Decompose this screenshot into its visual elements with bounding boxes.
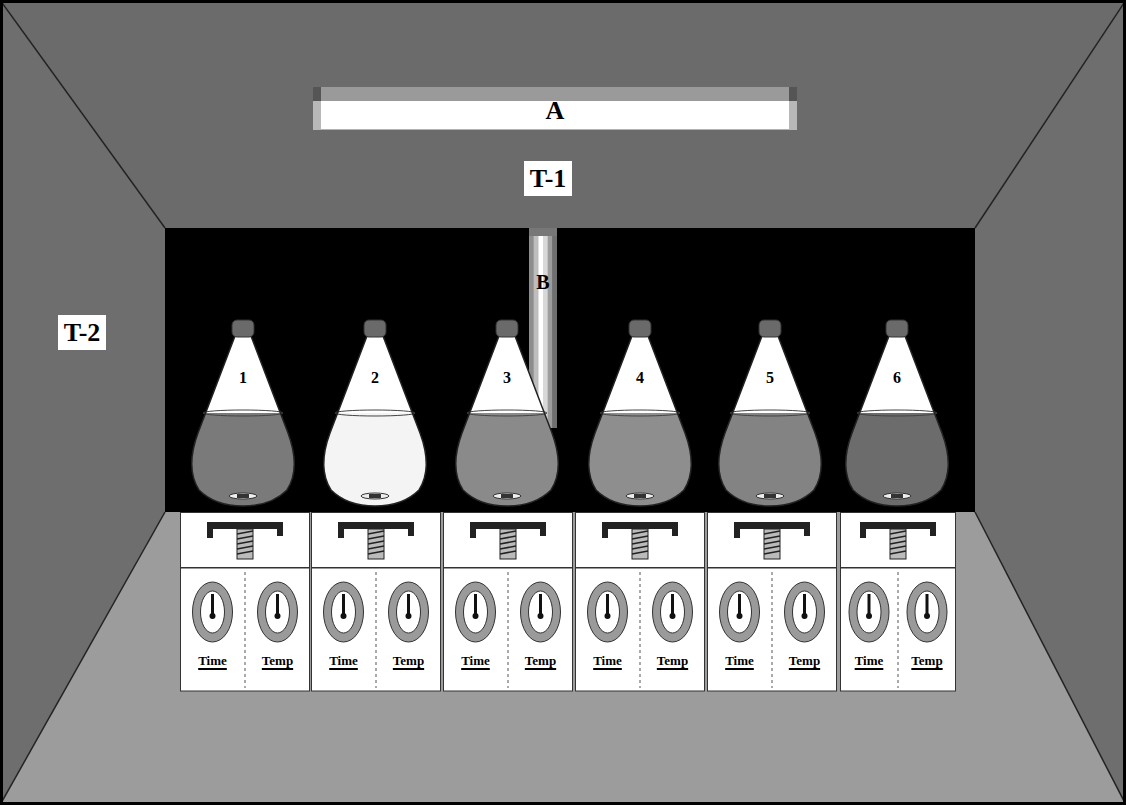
back-wall (165, 228, 975, 512)
culture-flask: 3 (447, 318, 567, 510)
part-letter: B (529, 272, 557, 292)
culture-flask: 1 (183, 318, 303, 510)
flask-number: 6 (837, 370, 957, 386)
flask-number: 2 (315, 370, 435, 386)
stirrer-unit: TimeTemp (575, 512, 705, 692)
sensor-label-box: T-1 (524, 161, 573, 196)
flask-shape (447, 318, 567, 510)
flask-shape (183, 318, 303, 510)
part-letter: A (546, 98, 565, 124)
flask-number: 5 (710, 370, 830, 386)
flask-number: 3 (447, 370, 567, 386)
dial-label: Temp (898, 654, 956, 667)
lamp-bar: A (313, 87, 797, 130)
flask-shape (837, 318, 957, 510)
culture-flask: 6 (837, 318, 957, 510)
ceiling-panel (0, 0, 1126, 228)
dial-label: Temp (508, 654, 573, 667)
dial-label: Time (707, 654, 772, 667)
stirrer-unit: TimeTemp (443, 512, 573, 692)
sensor-label: T-2 (64, 318, 101, 347)
dial-label: Temp (640, 654, 705, 667)
flask-shape (580, 318, 700, 510)
flask-shape (710, 318, 830, 510)
flask-number: 4 (580, 370, 700, 386)
dial-label: Temp (772, 654, 837, 667)
dial-label: Time (311, 654, 376, 667)
dial-label: Temp (376, 654, 441, 667)
dial-label: Time (840, 654, 898, 667)
stirrer-unit: TimeTemp (180, 512, 310, 692)
dial-label: Temp (245, 654, 310, 667)
sensor-label: T-1 (530, 164, 567, 193)
culture-flask: 5 (710, 318, 830, 510)
dial-label: Time (575, 654, 640, 667)
stirrer-unit: TimeTemp (311, 512, 441, 692)
stirrer-unit: TimeTemp (707, 512, 837, 692)
sensor-label-box: T-2 (58, 315, 107, 350)
dial-label: Time (443, 654, 508, 667)
flask-shape (315, 318, 435, 510)
dial-label: Time (180, 654, 245, 667)
stirrer-unit: TimeTemp (840, 512, 956, 692)
flask-number: 1 (183, 370, 303, 386)
culture-flask: 4 (580, 318, 700, 510)
culture-flask: 2 (315, 318, 435, 510)
floor-panel (0, 512, 1126, 805)
